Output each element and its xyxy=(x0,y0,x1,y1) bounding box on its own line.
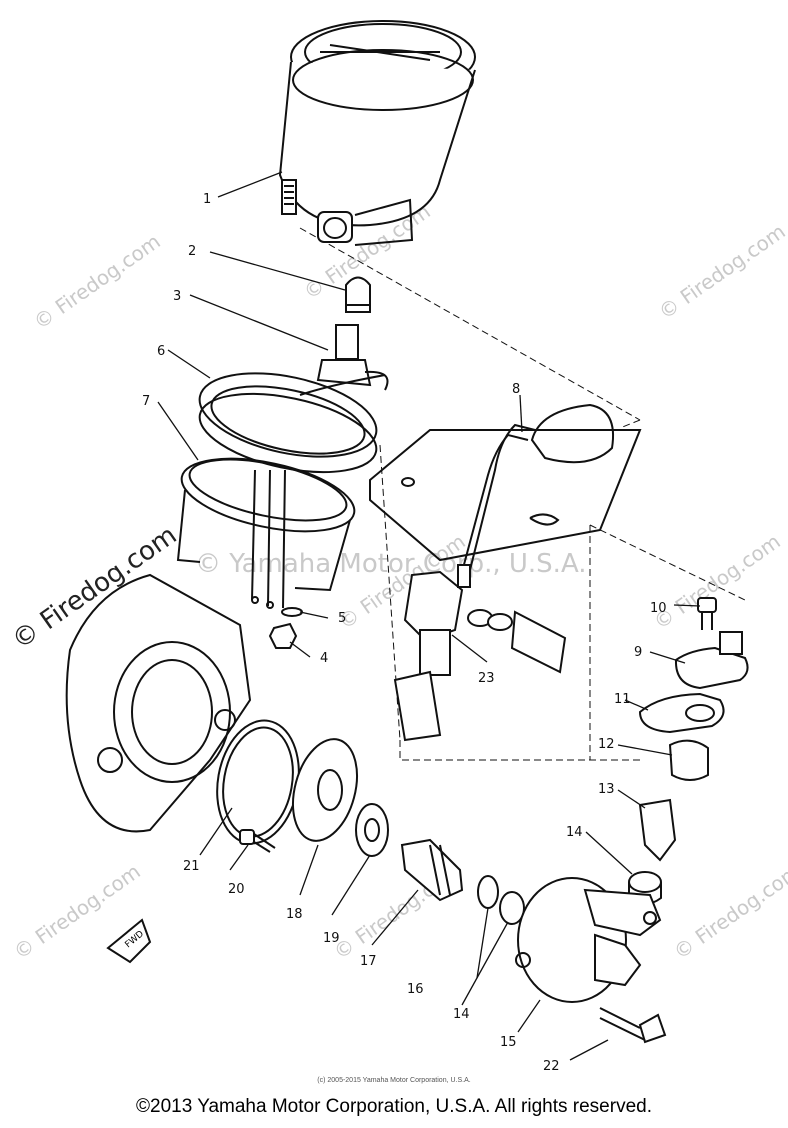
watermarks: © Firedog.com © Firedog.com © Firedog.co… xyxy=(7,199,788,964)
gear-housing xyxy=(515,877,662,1003)
leader-lines xyxy=(157,171,701,1061)
bulb xyxy=(345,276,371,313)
callout-14: 14 xyxy=(566,825,583,840)
o-ring xyxy=(216,719,300,845)
callout-12: 12 xyxy=(598,737,615,752)
housing-plate xyxy=(292,738,358,842)
footer-copyright-small: (c) 2005-2015 Yamaha Motor Corporation, … xyxy=(317,1077,471,1084)
callout-3: 3 xyxy=(173,289,181,304)
gear-washers xyxy=(477,875,525,925)
callout-20: 20 xyxy=(228,882,245,897)
callout-13: 13 xyxy=(598,782,615,797)
watermark-center: © Yamaha Motor Corp., U.S.A. xyxy=(195,549,587,579)
callout-21: 21 xyxy=(183,859,200,874)
bulb-socket xyxy=(316,324,389,391)
callout-1: 1 xyxy=(203,192,211,207)
speedometer xyxy=(278,20,476,246)
watermark-site: © Firedog.com xyxy=(654,219,788,324)
meter-bracket xyxy=(176,457,356,609)
callout-6: 6 xyxy=(157,344,165,359)
cable-joint-assembly xyxy=(638,597,749,862)
watermark-site: © Firedog.com xyxy=(669,859,788,964)
watermark-site-large: © Firedog.com xyxy=(7,520,183,655)
callout-numbers: 1 2 3 6 7 8 10 9 11 5 4 23 12 13 14 21 2… xyxy=(142,192,667,1074)
callout-11: 11 xyxy=(614,692,631,707)
speedometer-cable xyxy=(393,403,614,742)
fwd-arrow-icon: FWD xyxy=(106,918,152,964)
callout-16: 16 xyxy=(407,982,424,997)
watermark-site: © Firedog.com xyxy=(649,529,785,634)
callout-22: 22 xyxy=(543,1059,560,1074)
callout-14b: 14 xyxy=(453,1007,470,1022)
drive-gear xyxy=(400,838,464,902)
callout-17: 17 xyxy=(360,954,377,969)
callout-19: 19 xyxy=(323,931,340,946)
side-cover xyxy=(65,573,252,833)
callout-7: 7 xyxy=(142,394,150,409)
callout-18: 18 xyxy=(286,907,303,922)
callout-9: 9 xyxy=(634,645,642,660)
footer-copyright: ©2013 Yamaha Motor Corporation, U.S.A. A… xyxy=(136,1096,652,1117)
collar xyxy=(355,803,389,857)
callout-23: 23 xyxy=(478,671,495,686)
callout-4: 4 xyxy=(320,651,328,666)
callout-10: 10 xyxy=(650,601,667,616)
callout-2: 2 xyxy=(188,244,196,259)
callout-8: 8 xyxy=(512,382,520,397)
watermark-site: © Firedog.com xyxy=(29,229,165,334)
screws xyxy=(239,829,667,1044)
engine-case-outline xyxy=(369,429,642,674)
callout-15: 15 xyxy=(500,1035,517,1050)
callout-5: 5 xyxy=(338,611,346,626)
washer-and-nut xyxy=(268,607,303,649)
